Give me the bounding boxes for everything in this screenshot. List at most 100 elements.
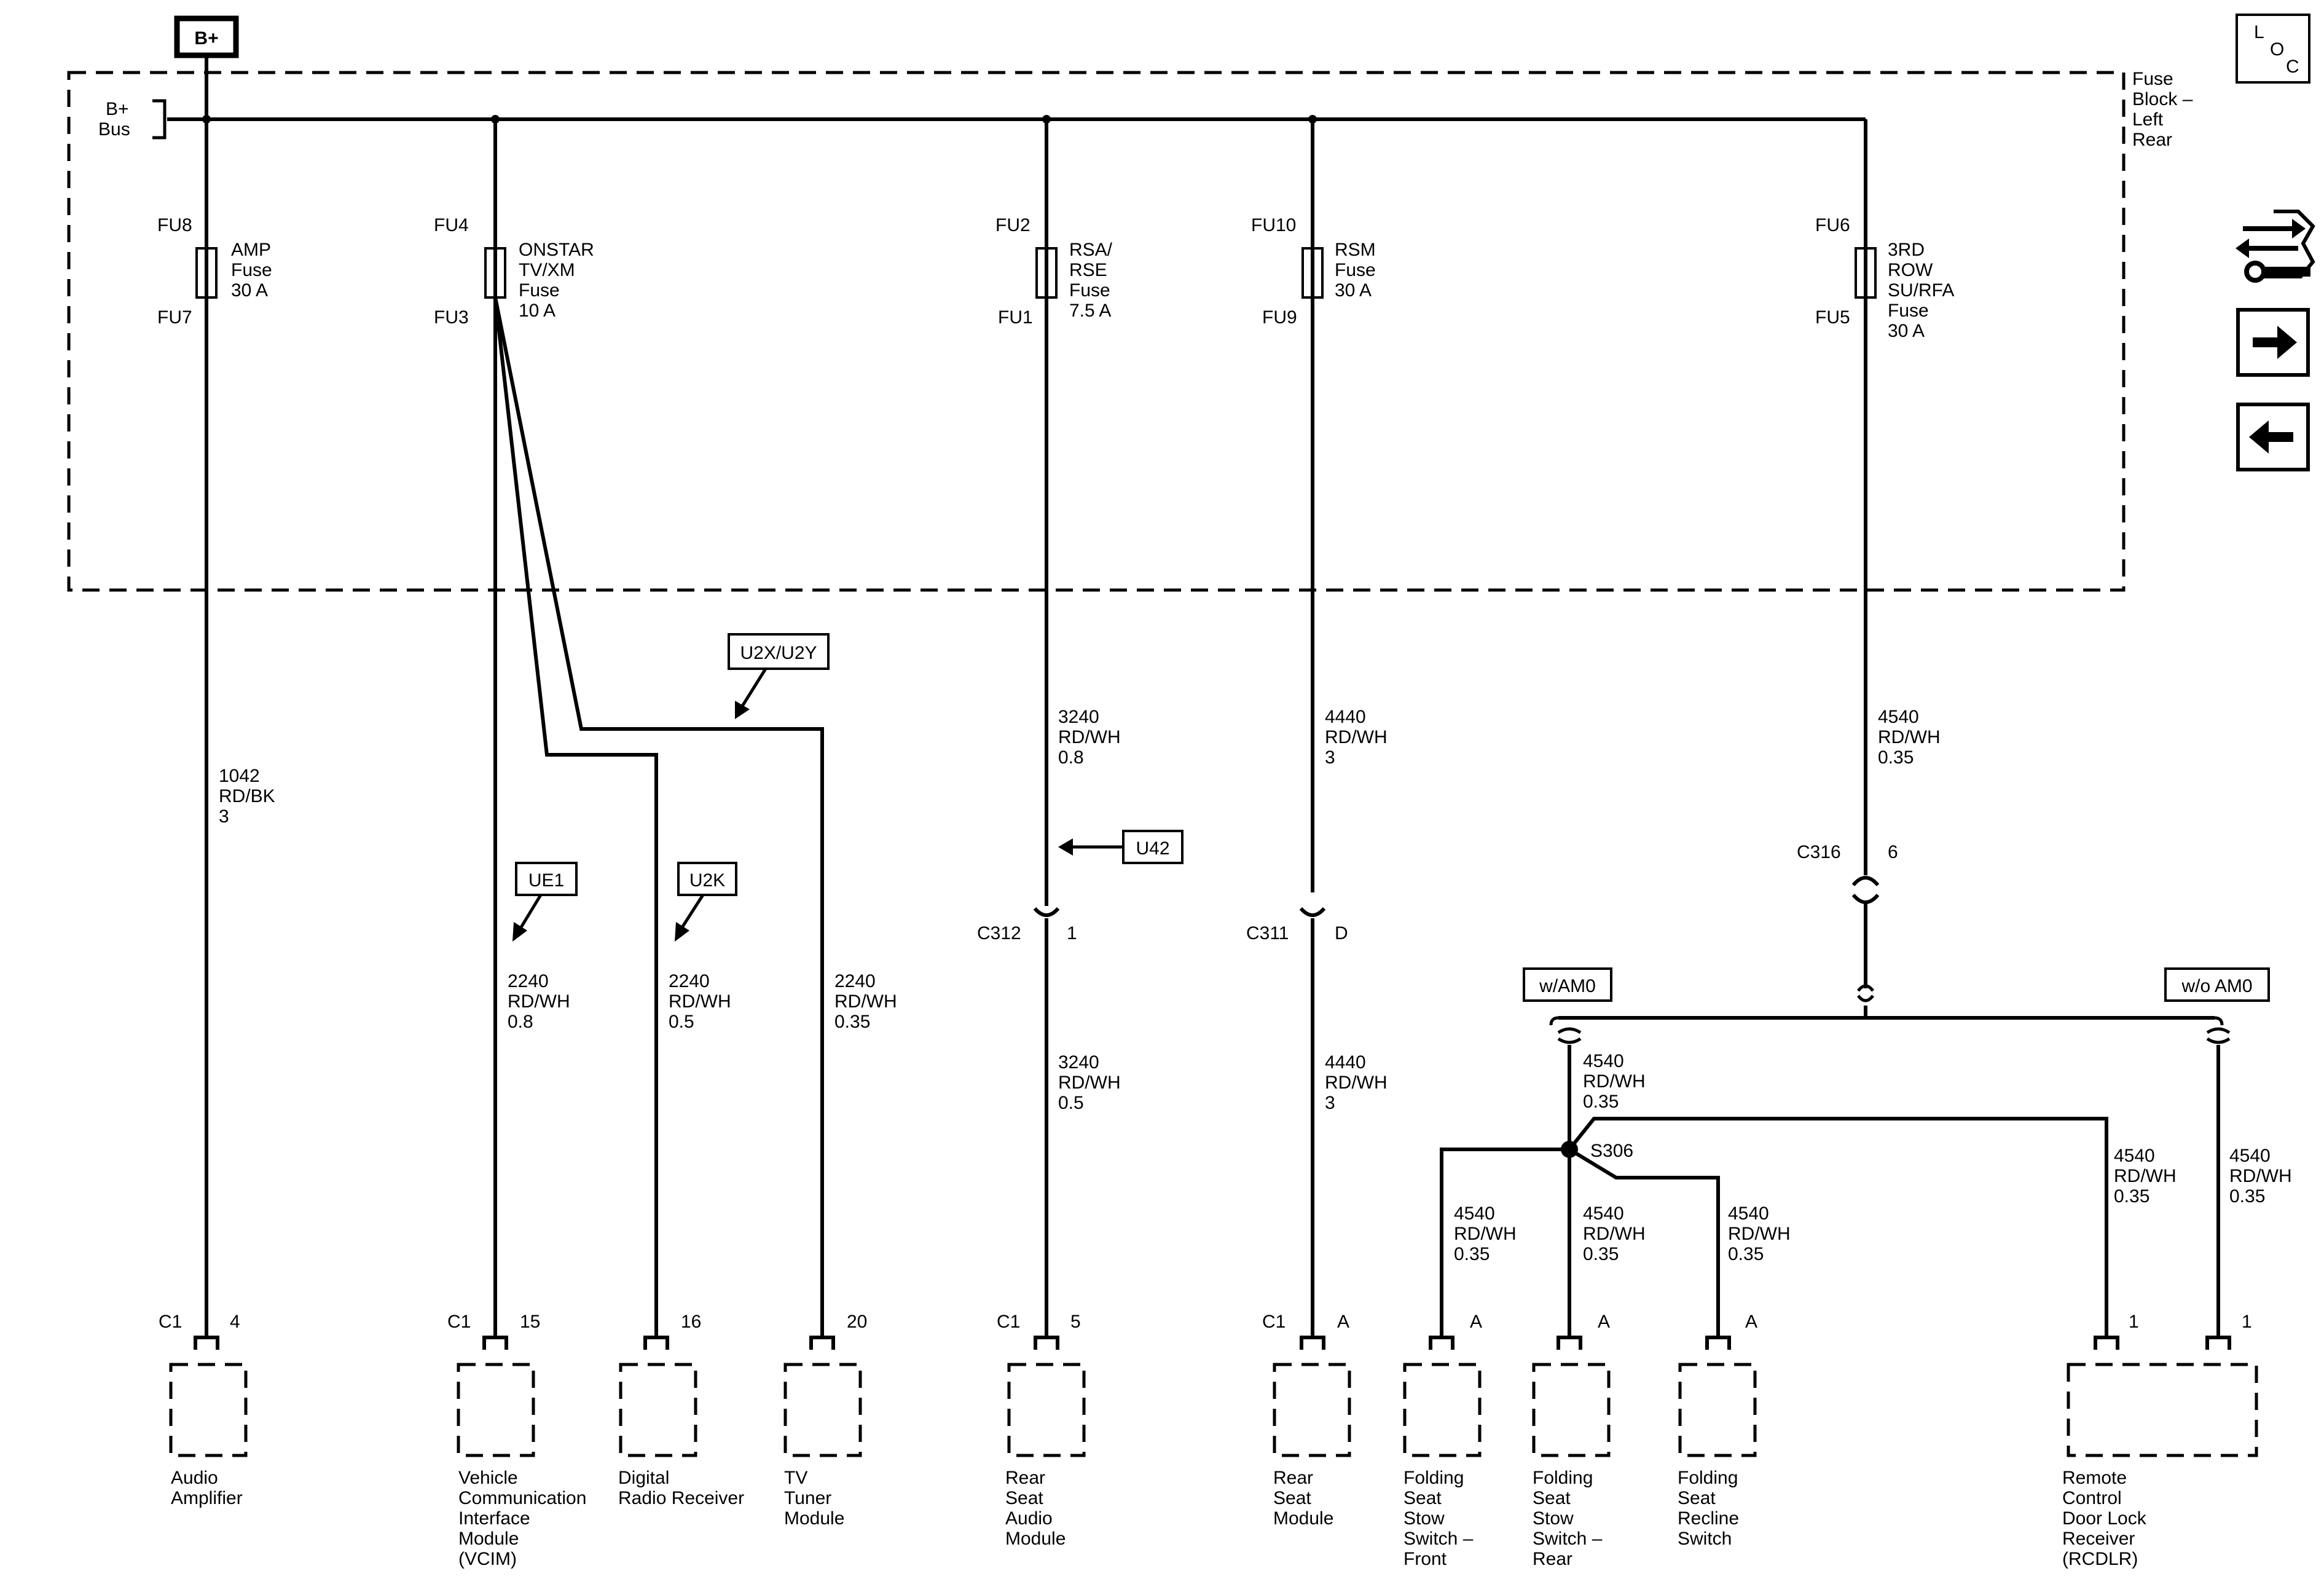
svg-text:RD/WH: RD/WH xyxy=(2114,1166,2177,1186)
arrow-right-icon xyxy=(2253,326,2297,359)
svg-text:Vehicle: Vehicle xyxy=(458,1468,518,1488)
option-wo-am0-label: w/o AM0 xyxy=(2181,976,2252,996)
wire-label-rsa-upper: 3240 RD/WH 0.8 xyxy=(1058,707,1121,768)
svg-text:ROW: ROW xyxy=(1888,260,1933,280)
svg-text:Seat: Seat xyxy=(1533,1488,1571,1508)
svg-text:Tuner: Tuner xyxy=(784,1488,831,1508)
svg-text:6: 6 xyxy=(1888,842,1898,862)
svg-text:A: A xyxy=(1470,1312,1482,1332)
svg-text:(RCDLR): (RCDLR) xyxy=(2062,1549,2138,1569)
svg-text:Fuse: Fuse xyxy=(231,260,272,280)
svg-text:Digital: Digital xyxy=(618,1468,669,1488)
svg-text:3: 3 xyxy=(1325,747,1335,768)
svg-text:Fuse: Fuse xyxy=(1335,260,1376,280)
svg-text:0.5: 0.5 xyxy=(1058,1093,1084,1113)
svg-text:ONSTAR: ONSTAR xyxy=(519,240,594,260)
svg-text:Fuse: Fuse xyxy=(1888,301,1929,321)
next-page-button[interactable] xyxy=(2236,308,2310,377)
svg-text:Fuse: Fuse xyxy=(519,280,560,301)
option-w-am0-label: w/AM0 xyxy=(1539,976,1596,996)
svg-text:1: 1 xyxy=(2129,1312,2139,1332)
svg-text:RD/WH: RD/WH xyxy=(669,991,731,1012)
wire-label-rsm-lower: 4440 RD/WH 3 xyxy=(1325,1052,1388,1113)
svg-text:RD/WH: RD/WH xyxy=(1583,1224,1646,1244)
svg-text:Recline: Recline xyxy=(1678,1508,1739,1529)
svg-text:3RD: 3RD xyxy=(1888,240,1925,260)
option-w-am0-box xyxy=(1523,967,1612,1002)
svg-text:Fuse: Fuse xyxy=(2132,69,2173,89)
splice-s306-label: S306 xyxy=(1590,1141,1633,1161)
svg-text:0.35: 0.35 xyxy=(1583,1092,1619,1112)
svg-text:Seat: Seat xyxy=(1005,1488,1043,1508)
svg-text:C1: C1 xyxy=(159,1312,182,1332)
svg-text:FU9: FU9 xyxy=(1262,307,1297,328)
fuse-rsa-rse: FU2 FU1 RSA/ RSE Fuse 7.5 A xyxy=(995,119,1113,328)
svg-text:TV/XM: TV/XM xyxy=(519,260,575,280)
svg-text:2240: 2240 xyxy=(669,971,710,991)
loc-button[interactable]: L O C xyxy=(2236,14,2310,84)
option-u2x-u2y-box xyxy=(728,633,830,670)
svg-text:0.8: 0.8 xyxy=(508,1012,533,1032)
svg-text:RD/WH: RD/WH xyxy=(1583,1071,1646,1092)
svg-text:Fuse: Fuse xyxy=(1069,280,1110,301)
fuse-3rd-row: FU6 FU5 3RD ROW SU/RFA Fuse 30 A xyxy=(1815,215,1954,341)
svg-text:A: A xyxy=(1745,1312,1757,1332)
previous-page-button[interactable] xyxy=(2236,403,2310,471)
fuse-amp: FU8 FU7 AMP Fuse 30 A xyxy=(157,119,272,328)
wrench-arrows-icon[interactable] xyxy=(2236,210,2315,283)
wire-label-rsm-upper: 4440 RD/WH 3 xyxy=(1325,707,1388,768)
wire-rcdlr-a xyxy=(1568,1117,2108,1328)
svg-text:3240: 3240 xyxy=(1058,707,1099,727)
svg-text:RD/WH: RD/WH xyxy=(1058,1073,1121,1093)
wire-drr xyxy=(493,297,658,1328)
svg-text:C312: C312 xyxy=(977,923,1021,943)
svg-text:RD/WH: RD/WH xyxy=(1728,1224,1791,1244)
wire-label-rcdlr-a: 4540 RD/WH 0.35 xyxy=(2114,1146,2177,1207)
svg-text:L: L xyxy=(2254,22,2264,42)
svg-text:0.35: 0.35 xyxy=(1878,747,1914,768)
wire-label-amp: 1042 RD/BK 3 xyxy=(219,766,275,827)
svg-text:2240: 2240 xyxy=(834,971,876,991)
option-wo-am0-box xyxy=(2164,967,2270,1002)
svg-text:Switch –: Switch – xyxy=(1533,1529,1603,1549)
svg-text:Rear: Rear xyxy=(1273,1468,1313,1488)
svg-text:RD/WH: RD/WH xyxy=(834,991,897,1012)
component-rcdlr: 1 1 Remote Control Door Lock Receiver (R… xyxy=(2062,1312,2258,1569)
svg-text:FU3: FU3 xyxy=(434,307,469,328)
fuse-block-label: Fuse Block – Left Rear xyxy=(2132,69,2193,150)
svg-text:4440: 4440 xyxy=(1325,707,1366,727)
fuse-onstar: FU4 FU3 ONSTAR TV/XM Fuse 10 A xyxy=(434,119,594,328)
svg-text:RSM: RSM xyxy=(1335,240,1376,260)
wire-label-vcim: 2240 RD/WH 0.8 xyxy=(508,971,570,1032)
svg-text:Receiver: Receiver xyxy=(2062,1529,2135,1549)
svg-text:FU5: FU5 xyxy=(1815,307,1850,328)
wire-label-tv: 2240 RD/WH 0.35 xyxy=(834,971,897,1032)
svg-text:0.35: 0.35 xyxy=(2229,1186,2265,1207)
svg-text:FU6: FU6 xyxy=(1815,215,1850,235)
svg-text:RD/WH: RD/WH xyxy=(2229,1166,2292,1186)
svg-text:Block –: Block – xyxy=(2132,89,2193,109)
component-folding-seat-stow-switch-front: A Folding Seat Stow Switch – Front xyxy=(1403,1312,1482,1569)
svg-text:4540: 4540 xyxy=(2229,1146,2271,1166)
wire-fsrs xyxy=(1568,1148,1720,1328)
svg-text:30 A: 30 A xyxy=(1888,321,1925,341)
svg-text:FU2: FU2 xyxy=(995,215,1030,235)
svg-text:Module: Module xyxy=(1273,1508,1333,1529)
svg-text:1042: 1042 xyxy=(219,766,260,786)
svg-text:FU1: FU1 xyxy=(998,307,1033,328)
svg-text:Audio: Audio xyxy=(1005,1508,1053,1529)
svg-text:A: A xyxy=(1598,1312,1610,1332)
svg-text:Rear: Rear xyxy=(1005,1468,1045,1488)
svg-text:20: 20 xyxy=(847,1312,867,1332)
svg-text:0.8: 0.8 xyxy=(1058,747,1084,768)
svg-text:Interface: Interface xyxy=(458,1508,530,1529)
wire-label-fssr: 4540 RD/WH 0.35 xyxy=(1583,1203,1646,1264)
svg-text:AMP: AMP xyxy=(231,240,271,260)
inline-connector-c312: C312 1 xyxy=(977,892,1077,943)
fuse-block-outline xyxy=(67,71,2126,592)
svg-text:C: C xyxy=(2286,57,2299,77)
wire-label-rcdlr-b: 4540 RD/WH 0.35 xyxy=(2229,1146,2292,1207)
option-ue1-label: UE1 xyxy=(528,870,564,891)
fuse-rsm: FU10 FU9 RSM Fuse 30 A xyxy=(1251,119,1376,328)
svg-text:16: 16 xyxy=(681,1312,701,1332)
